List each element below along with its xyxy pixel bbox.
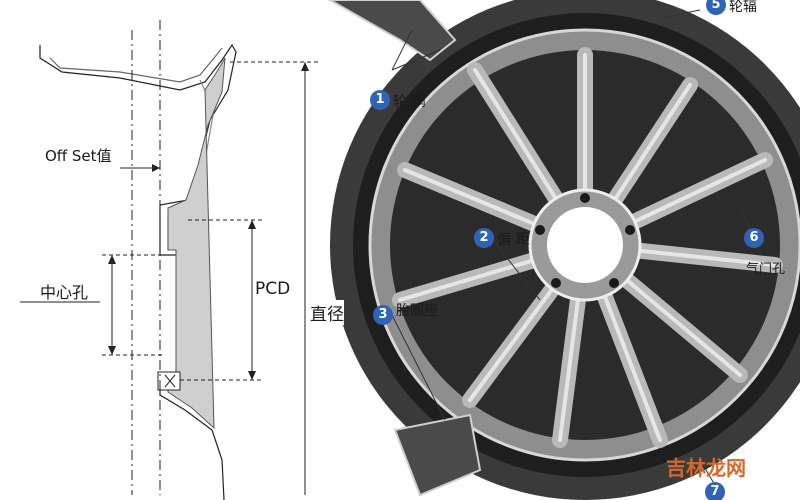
callout-6-badge: 6 [744,228,764,248]
rim-cutaway-bottom [393,413,482,497]
bolt-seat-hatch [164,374,176,388]
center-bore [547,207,623,283]
callout-1-text: 轮 辋 [393,94,426,110]
callout-leaders [391,9,753,486]
lug-holes [535,193,635,288]
callout-2-badge: 2 [474,228,494,248]
callout-2-text: 偏 距 [497,232,530,248]
callout-5-text: 轮辐 [729,0,757,15]
offset-arrowhead [152,164,160,172]
bolt-seat [157,371,181,391]
pcd-label: PCD [255,279,291,299]
diameter-arrowhead [301,62,309,71]
callout-1-badge: 1 [370,90,390,110]
callout-3-badge: 3 [373,305,393,325]
watermark: 吉林龙网 [666,456,746,480]
callout-6-text: 气门孔 [746,262,786,277]
offset-label: Off Set值 [45,147,112,165]
diameter-label: 直径 [310,300,344,325]
center-hole-label: 中心孔 [40,283,89,302]
callout-7-badge: 7 [705,482,725,500]
rim-cross-section [167,57,226,430]
rim-cutaway-top [327,0,457,62]
wheel-illustration [327,0,800,500]
callout-5-badge: 5 [706,0,726,15]
callout-3-text: 胎圈座 [396,303,438,319]
rim-profile-inner [49,47,223,83]
